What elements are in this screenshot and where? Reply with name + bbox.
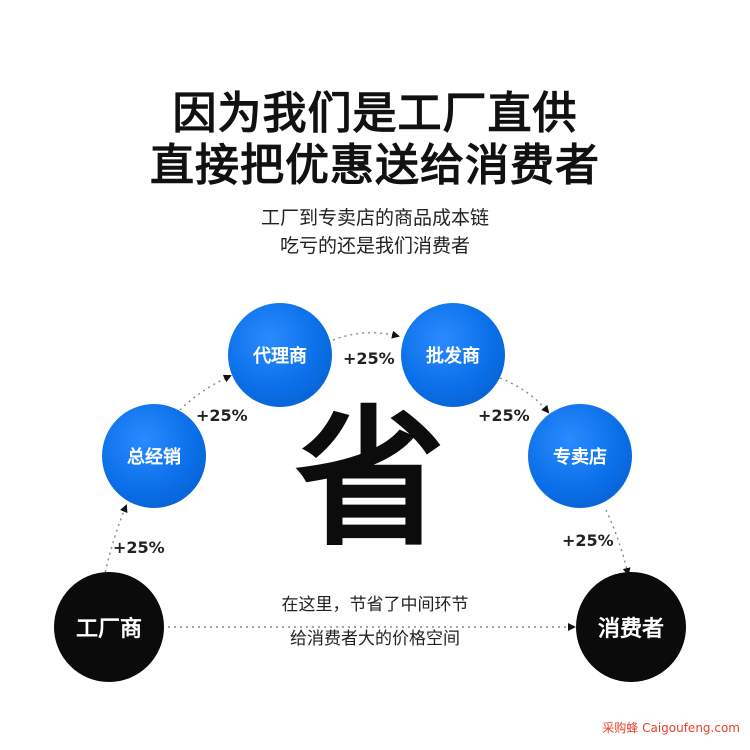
node-wholesaler: 批发商 [401, 303, 505, 407]
markup-factory-to-distributor: +25% [113, 538, 165, 557]
arrow-distributor-to-agent [179, 374, 232, 411]
node-distributor: 总经销 [102, 404, 206, 508]
watermark: 采购蜂 Caigoufeng.com [602, 721, 740, 735]
node-distributor-label: 总经销 [127, 447, 181, 468]
node-store-label: 专卖店 [553, 447, 607, 468]
arrow-store-to-consumer [605, 509, 631, 576]
arrow-agent-to-wholesaler [332, 330, 400, 341]
headline-line-1: 因为我们是工厂直供 [172, 88, 578, 139]
node-agent-label: 代理商 [253, 346, 307, 367]
save-character: 省 [294, 393, 445, 567]
node-wholesaler-label: 批发商 [426, 346, 480, 367]
node-factory-label: 工厂商 [75, 617, 142, 642]
node-consumer-label: 消费者 [597, 617, 664, 642]
node-consumer: 消费者 [576, 572, 686, 682]
node-store: 专卖店 [528, 404, 632, 508]
savings-line-2: 给消费者大的价格空间 [290, 629, 460, 649]
node-factory: 工厂商 [54, 572, 164, 682]
markup-agent-to-wholesaler: +25% [343, 349, 395, 368]
arrow-wholesaler-to-store [499, 377, 550, 414]
arrow-factory-to-distributor [103, 504, 128, 579]
savings-line-1: 在这里，节省了中间环节 [281, 595, 469, 615]
markup-distributor-to-agent: +25% [196, 406, 248, 425]
subline-line-2: 吃亏的还是我们消费者 [279, 235, 470, 257]
markup-wholesaler-to-store: +25% [478, 406, 530, 425]
headline-line-2: 直接把优惠送给消费者 [150, 140, 600, 191]
subline-line-1: 工厂到专卖店的商品成本链 [260, 207, 489, 229]
node-agent: 代理商 [228, 303, 332, 407]
markup-store-to-consumer: +25% [562, 531, 614, 550]
